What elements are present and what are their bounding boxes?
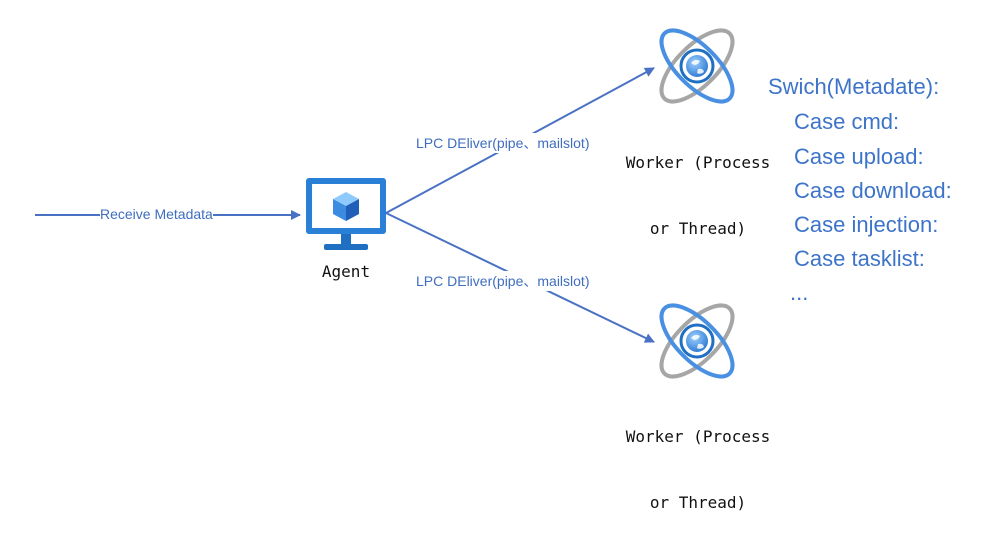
case-upload: Case upload: [794,144,924,169]
worker-bottom-line1: Worker (Process [625,427,771,446]
diagram-canvas [35,28,735,379]
worker-top-line2: or Thread) [649,219,747,238]
lpc-lower-label: LPC DEliver(pipe、mailslot) [416,271,590,291]
worker-bottom-label: Worker (Process or Thread) [612,382,784,536]
ellipsis: ... [790,280,809,305]
receive-metadata-label: Receive Metadata [100,206,213,222]
case-cmd: Case cmd: [794,109,900,134]
switch-header: Swich(Metadate): [768,74,940,99]
case-tasklist: Case tasklist: [794,246,925,271]
agent-label: Agent [321,262,371,281]
worker-top-line1: Worker (Process [625,153,771,172]
case-download: Case download: [794,178,952,203]
atom-globe-icon [659,28,735,104]
worker-bottom-line2: or Thread) [649,493,747,512]
monitor-cube-icon [306,178,386,250]
case-injection: Case injection: [794,212,939,237]
lpc-upper-label: LPC DEliver(pipe、mailslot) [416,133,590,153]
worker-top-label: Worker (Process or Thread) [612,108,784,262]
atom-globe-icon [659,303,735,379]
